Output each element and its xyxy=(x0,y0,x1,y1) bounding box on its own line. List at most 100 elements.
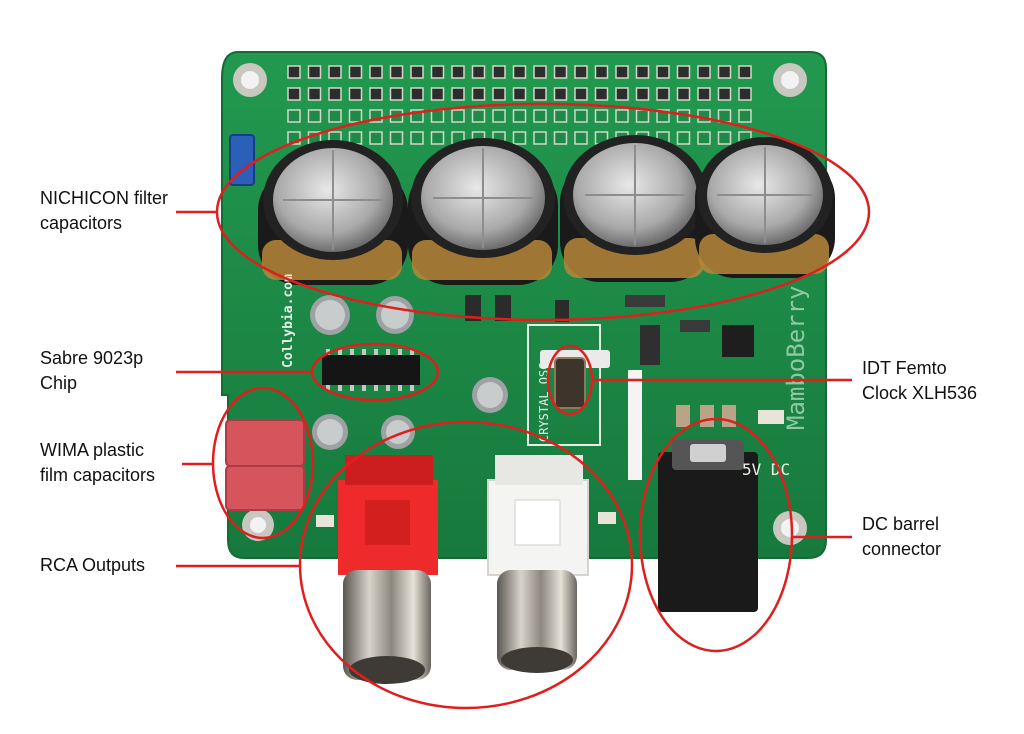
header-pin xyxy=(553,109,568,123)
rca-output-right xyxy=(487,455,589,673)
header-pin xyxy=(287,109,301,123)
header-pin xyxy=(369,87,383,101)
header-pin xyxy=(512,87,527,101)
header-pin xyxy=(615,109,629,123)
header-pin xyxy=(328,109,342,123)
electrolytic-capacitor xyxy=(258,140,408,285)
header-pin xyxy=(656,65,670,79)
header-pin xyxy=(410,65,424,79)
rca-label: RCA Outputs xyxy=(40,555,146,575)
header-pin xyxy=(574,87,588,101)
small-capacitor xyxy=(310,295,508,450)
film-capacitors-label: WIMA plastic film capacitors xyxy=(40,440,156,485)
wima-capacitors xyxy=(225,419,305,511)
header-pin xyxy=(451,65,465,79)
header-pin xyxy=(594,65,609,79)
barrel-label: DC barrel connector xyxy=(862,514,942,559)
header-pin xyxy=(328,87,342,101)
capacitors-label: NICHICON filter capacitors xyxy=(40,188,169,233)
header-pin xyxy=(533,87,547,101)
header-pin xyxy=(697,131,711,145)
mounting-hole xyxy=(233,63,267,97)
sabre-chip xyxy=(322,349,420,391)
header-pin xyxy=(697,87,711,101)
header-pin xyxy=(717,65,732,79)
header-pin xyxy=(656,87,670,101)
mounting-hole xyxy=(242,509,274,541)
header-pin xyxy=(738,109,752,123)
header-pin xyxy=(574,109,588,123)
dc-barrel-connector xyxy=(658,440,758,612)
header-pin xyxy=(553,87,568,101)
header-pin xyxy=(389,65,404,79)
header-pin xyxy=(574,65,588,79)
header-pin xyxy=(348,109,363,123)
header-pin xyxy=(492,109,506,123)
header-pin xyxy=(574,131,588,145)
header-pin xyxy=(492,87,506,101)
header-pin xyxy=(348,65,363,79)
header-pin xyxy=(287,65,301,79)
header-pin xyxy=(471,65,486,79)
header-pin xyxy=(430,131,445,145)
power-silkscreen: 5V DC xyxy=(742,460,790,479)
header-pin xyxy=(471,87,486,101)
header-pin xyxy=(348,87,363,101)
header-pin xyxy=(287,87,301,101)
header-pin xyxy=(676,87,691,101)
clock-label: IDT Femto Clock XLH536 xyxy=(862,358,978,403)
header-pin xyxy=(430,87,445,101)
mounting-hole xyxy=(773,63,807,97)
header-pin xyxy=(451,109,465,123)
barrel-highlight xyxy=(638,417,794,653)
header-pin xyxy=(738,65,752,79)
header-pin xyxy=(512,131,527,145)
header-pin xyxy=(389,131,404,145)
header-pin xyxy=(512,109,527,123)
header-pin xyxy=(307,87,322,101)
header-pin xyxy=(553,65,568,79)
header-pin xyxy=(328,65,342,79)
header-pin xyxy=(410,131,424,145)
header-pin xyxy=(430,65,445,79)
product-silkscreen: MamboBerry xyxy=(782,286,810,431)
rca-output-left xyxy=(338,455,438,684)
header-pin xyxy=(676,65,691,79)
smd-components xyxy=(316,295,784,527)
header-pin xyxy=(369,131,383,145)
leader-lines xyxy=(176,210,852,568)
board-cutout xyxy=(628,370,642,480)
header-pin xyxy=(697,109,711,123)
header-pin xyxy=(451,87,465,101)
header-pin xyxy=(512,65,527,79)
header-pin xyxy=(717,87,732,101)
header-pin xyxy=(307,109,322,123)
header-pin xyxy=(553,131,568,145)
header-pin xyxy=(594,109,609,123)
header-pin xyxy=(307,65,322,79)
electrolytic-capacitor xyxy=(560,135,710,282)
header-pin xyxy=(738,87,752,101)
chip-label: Sabre 9023p Chip xyxy=(40,348,144,393)
header-pin xyxy=(635,87,650,101)
header-pin xyxy=(471,109,486,123)
electrolytic-capacitor xyxy=(695,137,835,278)
header-pin xyxy=(533,65,547,79)
header-pin xyxy=(615,87,629,101)
header-pin xyxy=(533,131,547,145)
header-pin xyxy=(635,109,650,123)
header-pin xyxy=(717,131,732,145)
header-pin xyxy=(430,109,445,123)
header-pin xyxy=(369,65,383,79)
header-pin xyxy=(533,109,547,123)
header-pin xyxy=(594,87,609,101)
header-pin xyxy=(410,87,424,101)
header-pin xyxy=(697,65,711,79)
header-pin xyxy=(676,131,691,145)
header-pin xyxy=(492,65,506,79)
header-pin xyxy=(635,65,650,79)
header-pin xyxy=(615,65,629,79)
jumper xyxy=(229,134,255,186)
